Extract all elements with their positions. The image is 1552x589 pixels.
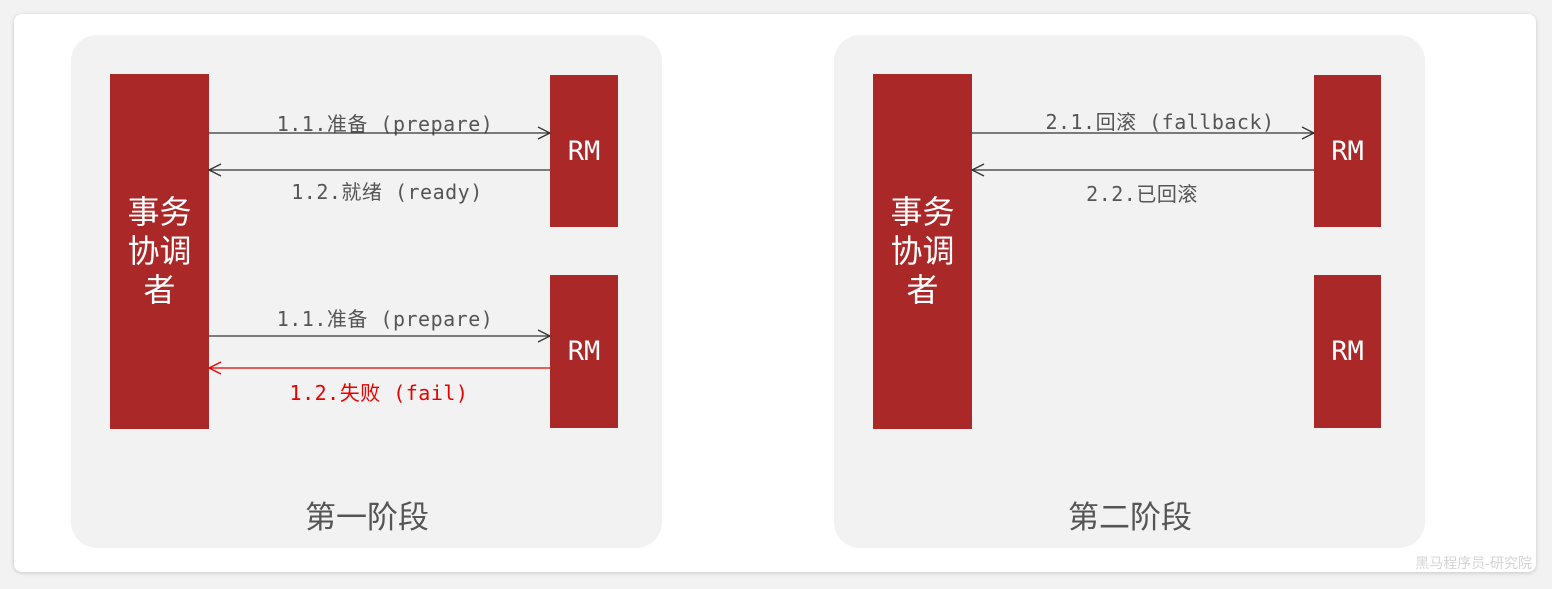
phase-one-title: 第一阶段 [305,500,429,536]
phase-one-ready-label: 1.2.就绪 (ready) [291,180,483,204]
phase-two-rm-bottom-label: RM [1331,336,1364,367]
phase-one-coordinator-label: 事务协调者 [127,193,192,309]
phase-one-coordinator: 事务协调者 [110,74,209,429]
phase-two-fallback-label: 2.1.回滚 (fallback) [1045,110,1275,134]
phase-two-rm-bottom: RM [1314,275,1381,428]
phase-one-prepare-top-label: 1.1.准备 (prepare) [276,112,494,136]
phase-two-rm-top: RM [1314,75,1381,227]
phase-one-rm-top: RM [550,75,618,227]
phase-two-title: 第二阶段 [1068,500,1192,536]
watermark: 黑马程序员-研究院 [1415,556,1532,572]
phase-one-prepare-bottom-label: 1.1.准备 (prepare) [276,307,494,331]
phase-one-fail-label: 1.2.失败 (fail) [289,381,469,405]
phase-one-rm-bottom: RM [550,275,618,428]
phase-two-coordinator-label: 事务协调者 [890,193,955,309]
phase-two-rm-top-label: RM [1331,135,1364,167]
phase-one-rm-top-label: RM [567,135,601,167]
phase-one-rm-bottom-label: RM [567,336,601,367]
phase-two-rolled-back-label: 2.2.已回滚 [1086,182,1198,206]
phase-two-coordinator: 事务协调者 [873,74,972,429]
